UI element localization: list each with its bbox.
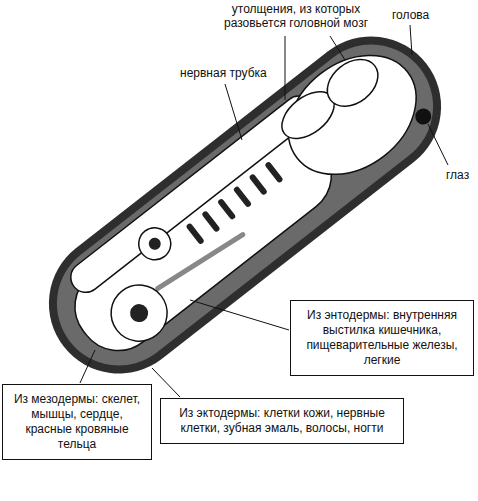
- brain-bulge: [318, 50, 387, 116]
- somite: [201, 210, 221, 233]
- somite: [233, 186, 253, 209]
- vesicle-core: [146, 235, 163, 252]
- vesicle: [132, 221, 177, 266]
- box-text: Из энтодермы: внутренняя выстилка кишечн…: [297, 308, 467, 368]
- leader-line: [80, 350, 95, 383]
- part-label: глаз: [446, 168, 469, 182]
- leader-line: [428, 124, 448, 165]
- heart: [100, 274, 179, 353]
- text-box: Из мезодермы: скелет, мышцы, сердце, кра…: [2, 384, 152, 460]
- part-label: голова: [392, 8, 429, 22]
- somite: [248, 173, 268, 196]
- part-label: утолщения, из которых разовьется головно…: [208, 2, 384, 30]
- somite: [217, 198, 237, 221]
- leader-line: [410, 25, 412, 55]
- heart-chamber: [126, 300, 151, 325]
- text-box: Из энтодермы: внутренняя выстилка кишечн…: [290, 300, 474, 376]
- box-text: Из мезодермы: скелет, мышцы, сердце, кра…: [9, 392, 145, 452]
- leader-line: [190, 300, 289, 330]
- somite: [185, 222, 205, 245]
- leader-line: [330, 36, 345, 60]
- gut: [158, 227, 243, 296]
- somite: [264, 161, 284, 184]
- eye: [412, 105, 434, 127]
- neural-tube: [65, 90, 320, 298]
- leader-line: [152, 368, 180, 397]
- leader-line: [285, 36, 286, 100]
- leader-line: [225, 84, 242, 140]
- box-text: Из эктодермы: клетки кожи, нервные клетк…: [167, 406, 397, 436]
- embryo-body: [21, 8, 470, 402]
- head: [265, 31, 439, 199]
- text-box: Из эктодермы: клетки кожи, нервные клетк…: [160, 398, 404, 444]
- part-label: нервная трубка: [180, 66, 267, 80]
- outer-membrane: [21, 8, 470, 402]
